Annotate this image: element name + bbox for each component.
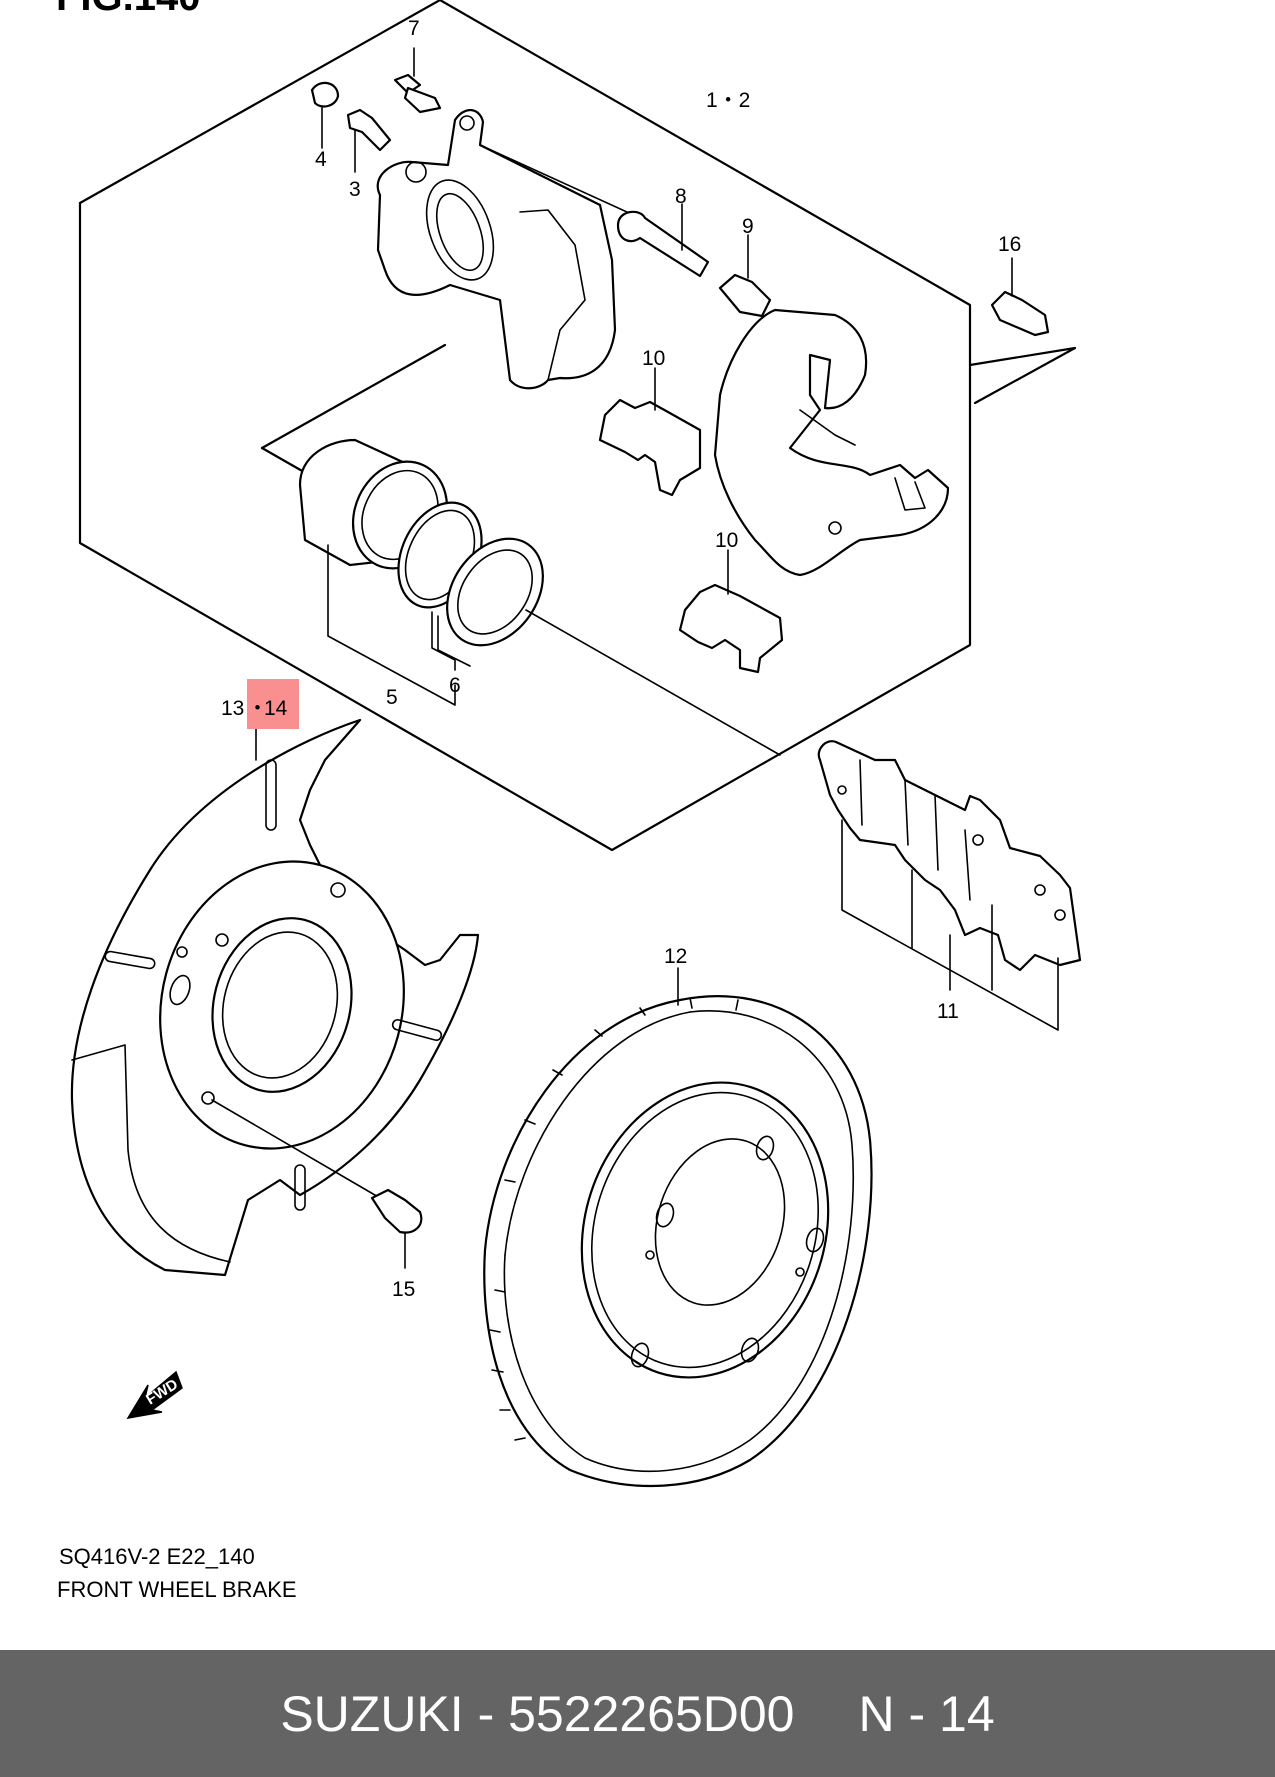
bleeder-9 (718, 234, 772, 318)
callout-12: 12 (664, 945, 687, 968)
bolt-15 (370, 1188, 423, 1269)
footer-separator: - (463, 1685, 509, 1742)
pad-clip-10a (598, 367, 702, 497)
dust-shield-13-14 (70, 718, 480, 1277)
callout-15: 15 (392, 1278, 415, 1301)
callout-13-14-separator: ・ (247, 697, 268, 720)
callout-14: 14 (264, 697, 288, 720)
callout-10-lower: 10 (715, 529, 738, 552)
callout-labels: 1・2 7 4 3 8 9 16 10 10 5 6 13 ・ 14 12 11… (221, 17, 1021, 1301)
diagram-caption: FRONT WHEEL BRAKE (57, 1577, 297, 1602)
callout-11: 11 (937, 1000, 959, 1023)
guide-pin-8 (616, 203, 710, 278)
callout-6: 6 (449, 674, 461, 697)
figure-title: FIG.140 (56, 0, 201, 19)
bolt-7 (393, 47, 442, 114)
piston-boot-6 (446, 537, 781, 756)
caliper-bracket (713, 308, 950, 577)
callout-13: 13 (221, 697, 244, 720)
dust-cap-4 (310, 81, 340, 149)
caliper-body (376, 109, 641, 390)
bolt-16 (990, 257, 1050, 337)
footer-part-number: 5522265D00 (508, 1685, 795, 1742)
callout-5: 5 (386, 686, 398, 709)
callout-9: 9 (742, 215, 754, 238)
pad-clip-10b (678, 549, 784, 674)
callout-7: 7 (408, 17, 420, 40)
callout-3: 3 (349, 178, 361, 201)
part-14-highlight (247, 679, 299, 729)
diagram-code: SQ416V-2 E22_140 (59, 1544, 255, 1569)
bleeder-screw-3 (346, 108, 392, 173)
callout-16: 16 (998, 233, 1021, 256)
brake-exploded-diagram: FIG.140 (56, 0, 1082, 1602)
callout-4: 4 (315, 148, 327, 171)
brake-disc-12 (483, 967, 873, 1488)
fwd-arrow-icon: FWD (126, 1370, 183, 1420)
footer-brand: SUZUKI (280, 1685, 464, 1742)
callout-1-2: 1・2 (706, 89, 750, 112)
brake-pads-11 (817, 740, 1082, 1031)
footer-position: N - 14 (858, 1685, 995, 1742)
part-info-footer: SUZUKI - 5522265D00 N - 14 (0, 1650, 1275, 1777)
callout-10-upper: 10 (642, 347, 665, 370)
callout-lines-5-6 (327, 544, 471, 706)
callout-8: 8 (675, 185, 687, 208)
caliper-assembly-outline (78, 0, 1077, 852)
